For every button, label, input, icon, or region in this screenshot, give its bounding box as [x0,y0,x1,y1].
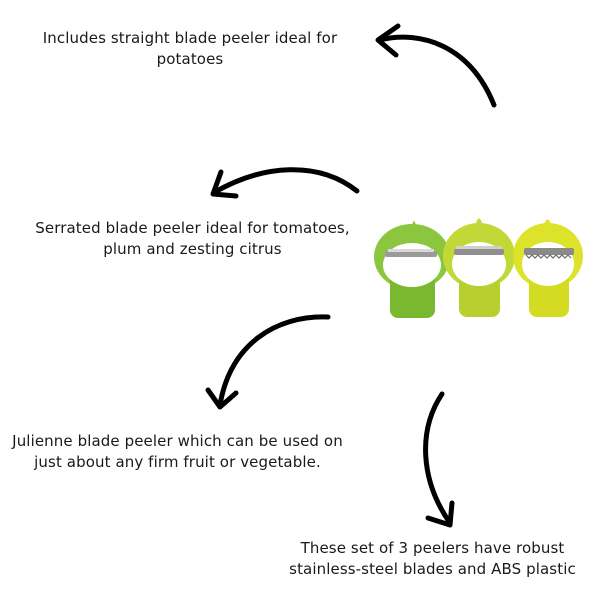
curved-arrow-icon [210,167,360,199]
serrated-blade-peeler [513,219,583,317]
caption-peeler-set: These set of 3 peelers have robust stain… [289,539,576,578]
curved-arrow-icon [375,23,497,108]
caption-julienne-blade: Julienne blade peeler which can be used … [12,432,343,471]
caption-straight-blade: Includes straight blade peeler ideal for… [42,29,338,68]
curved-arrow-icon [423,391,455,528]
straight-blade-peeler [374,221,450,318]
curved-arrow-icon [205,314,331,410]
caption-serrated-blade: Serrated blade peeler ideal for tomatoes… [35,219,350,258]
julienne-blade-peeler [443,218,515,317]
